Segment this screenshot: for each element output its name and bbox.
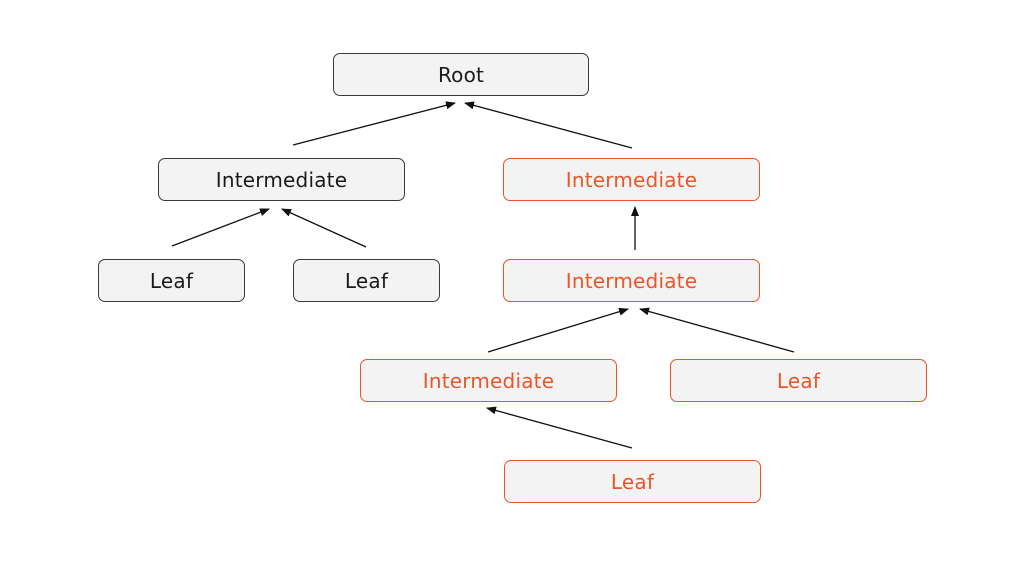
edge-leaf-1-to-intermediate-left	[171, 208, 270, 247]
node-root: Root	[333, 53, 589, 96]
node-leaf-left-1: Leaf	[98, 259, 245, 302]
edge-intermediate-right-to-root	[464, 101, 633, 149]
edge-leaf-2-to-intermediate-left	[281, 208, 367, 248]
node-intermediate-right: Intermediate	[503, 158, 760, 201]
node-leaf-bottom: Leaf	[504, 460, 761, 503]
edge-intermediate-left-to-root	[292, 101, 456, 146]
edge-leaf-bottom-to-intermediate-bottom	[486, 406, 633, 449]
node-intermediate-left: Intermediate	[158, 158, 405, 201]
edge-leaf-right-to-intermediate-mid	[639, 307, 795, 353]
node-leaf-left-2: Leaf	[293, 259, 440, 302]
node-intermediate-bottom: Intermediate	[360, 359, 617, 402]
node-intermediate-mid: Intermediate	[503, 259, 760, 302]
node-leaf-right: Leaf	[670, 359, 927, 402]
edge-intermediate-bottom-to-intermediate-mid	[487, 307, 629, 353]
